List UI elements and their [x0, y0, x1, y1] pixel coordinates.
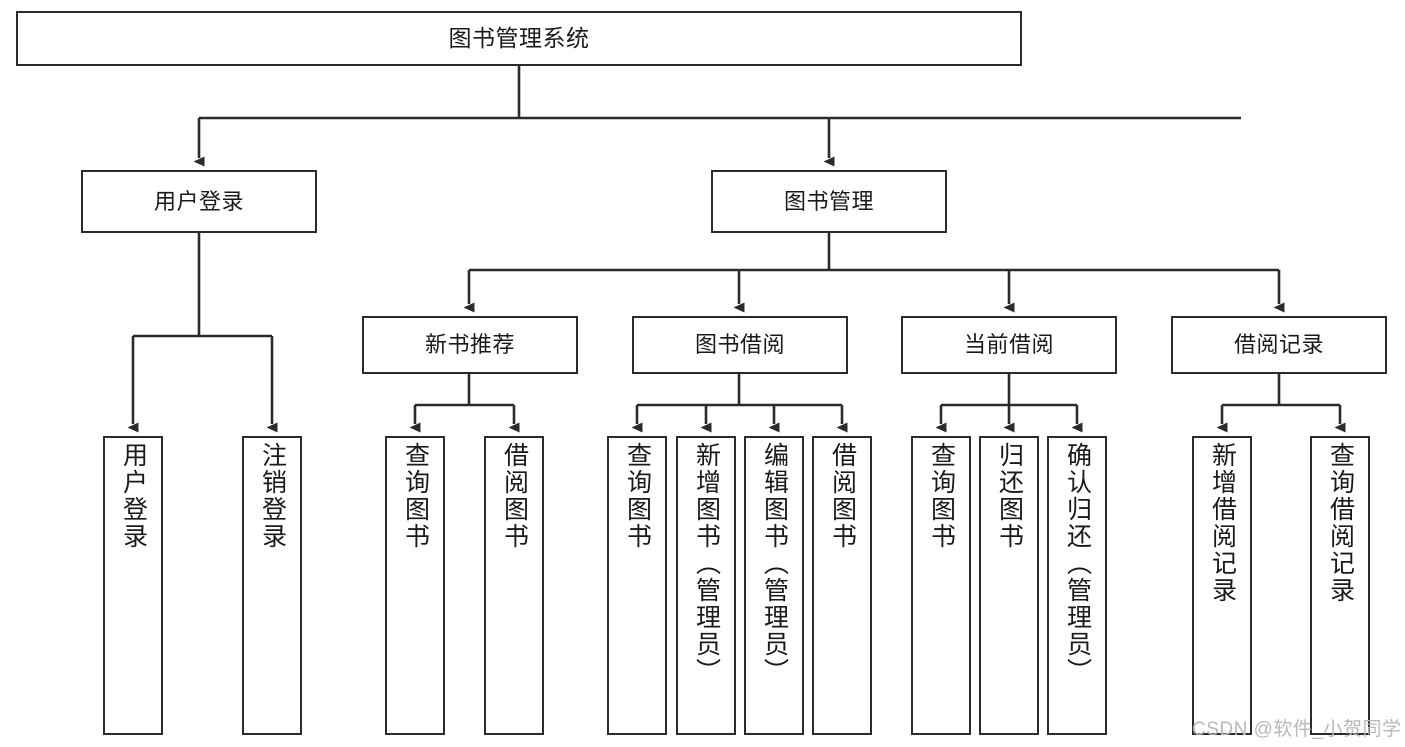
- node-leaf-newbook-query-book-label: 查询图书: [401, 442, 430, 550]
- node-new-book-recommend-label: 新书推荐: [424, 332, 515, 358]
- node-leaf-add-borrow-record-label: 新增借阅记录: [1208, 442, 1237, 604]
- node-book-management-label: 图书管理: [783, 188, 874, 214]
- node-leaf-current-query-book-label: 查询图书: [927, 442, 956, 550]
- node-leaf-query-borrow-record[interactable]: 查询借阅记录: [1310, 436, 1370, 735]
- node-leaf-query-borrow-record-label: 查询借阅记录: [1326, 442, 1355, 604]
- node-leaf-confirm-return-admin-label: 确认归还（管理员）: [1063, 442, 1092, 685]
- node-book-borrow[interactable]: 图书借阅: [632, 316, 848, 374]
- node-user-login-label: 用户登录: [153, 188, 244, 214]
- node-borrow-record[interactable]: 借阅记录: [1171, 316, 1387, 374]
- node-leaf-confirm-return-admin[interactable]: 确认归还（管理员）: [1047, 436, 1107, 735]
- node-leaf-borrow-book[interactable]: 借阅图书: [812, 436, 872, 735]
- node-leaf-current-query-book[interactable]: 查询图书: [911, 436, 971, 735]
- node-leaf-edit-book-admin-label: 编辑图书（管理员）: [760, 442, 789, 685]
- node-leaf-borrow-query-book-label: 查询图书: [623, 442, 652, 550]
- node-leaf-borrow-book-label: 借阅图书: [828, 442, 857, 550]
- node-root[interactable]: 图书管理系统: [16, 11, 1022, 66]
- node-leaf-add-borrow-record[interactable]: 新增借阅记录: [1192, 436, 1252, 735]
- node-leaf-logout-label: 注销登录: [258, 442, 287, 550]
- node-current-borrow[interactable]: 当前借阅: [901, 316, 1117, 374]
- node-leaf-return-book[interactable]: 归还图书: [979, 436, 1039, 735]
- node-book-management[interactable]: 图书管理: [711, 170, 947, 233]
- node-leaf-newbook-query-book[interactable]: 查询图书: [385, 436, 445, 735]
- node-leaf-logout[interactable]: 注销登录: [242, 436, 302, 735]
- node-leaf-borrow-query-book[interactable]: 查询图书: [607, 436, 667, 735]
- node-borrow-record-label: 借阅记录: [1233, 332, 1324, 358]
- node-leaf-edit-book-admin[interactable]: 编辑图书（管理员）: [744, 436, 804, 735]
- node-leaf-user-login[interactable]: 用户登录: [103, 436, 163, 735]
- node-book-borrow-label: 图书借阅: [694, 332, 785, 358]
- node-leaf-add-book-admin[interactable]: 新增图书（管理员）: [676, 436, 736, 735]
- node-leaf-add-book-admin-label: 新增图书（管理员）: [692, 442, 721, 685]
- node-new-book-recommend[interactable]: 新书推荐: [362, 316, 578, 374]
- watermark: CSDN @软件_小贺同学: [1192, 719, 1402, 740]
- node-leaf-newbook-borrow-book[interactable]: 借阅图书: [484, 436, 544, 735]
- node-user-login[interactable]: 用户登录: [81, 170, 317, 233]
- node-current-borrow-label: 当前借阅: [963, 332, 1054, 358]
- node-root-label: 图书管理系统: [448, 24, 590, 51]
- node-leaf-return-book-label: 归还图书: [995, 442, 1024, 550]
- node-leaf-user-login-label: 用户登录: [119, 442, 148, 550]
- node-leaf-newbook-borrow-book-label: 借阅图书: [500, 442, 529, 550]
